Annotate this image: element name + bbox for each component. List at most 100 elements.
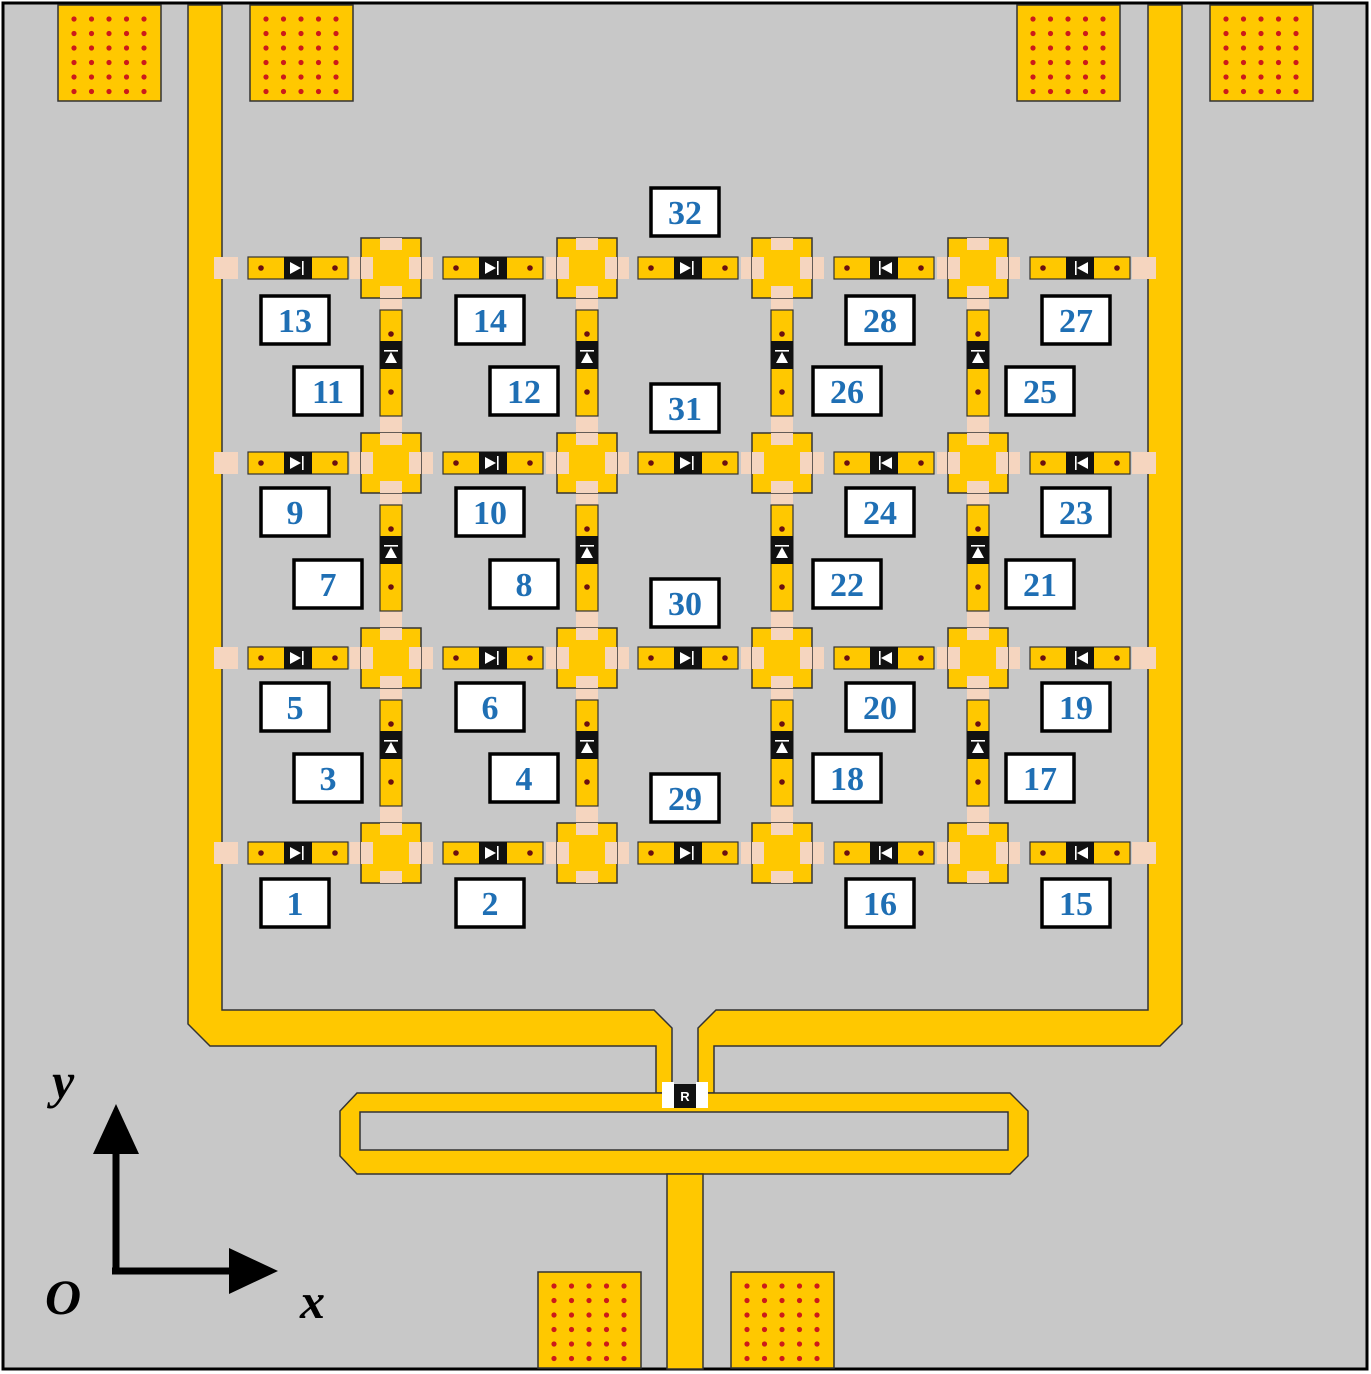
gap-pad [967, 804, 989, 824]
gap-pad [771, 686, 793, 702]
via [315, 45, 322, 51]
via [315, 74, 322, 80]
pin-diode-vertical [770, 504, 794, 612]
via [1065, 88, 1071, 95]
via [814, 1283, 820, 1289]
via [761, 1341, 768, 1347]
via [568, 1283, 575, 1289]
diode-symbol-icon [881, 262, 892, 274]
diode-symbol-icon [581, 742, 593, 753]
via [568, 1297, 575, 1304]
via [1293, 88, 1299, 95]
diode-label-text: 26 [830, 374, 864, 411]
pin-diode-vertical [966, 504, 990, 612]
diode-label-22: 22 [811, 558, 883, 610]
diode-label-16: 16 [844, 877, 916, 929]
via [621, 1312, 627, 1318]
diode-label-6: 6 [454, 681, 526, 733]
via [796, 1297, 803, 1304]
via [586, 1312, 592, 1318]
junction-node [947, 237, 1009, 299]
via [263, 88, 269, 95]
diode-label-29: 29 [649, 772, 721, 824]
diode-symbol-icon [385, 352, 397, 363]
via [586, 1326, 592, 1333]
via [814, 1355, 820, 1362]
diode-label-text: 13 [278, 303, 312, 340]
via [280, 30, 287, 37]
diode-symbol-icon [290, 457, 301, 469]
via [263, 74, 269, 80]
via [1240, 59, 1247, 66]
via [1100, 30, 1106, 37]
via [88, 74, 95, 80]
via [551, 1297, 557, 1304]
via [586, 1341, 592, 1347]
via [814, 1326, 820, 1333]
via [603, 1283, 610, 1289]
diode-label-text: 20 [863, 690, 897, 727]
diode-symbol-icon [680, 847, 691, 859]
diode-symbol-icon [881, 652, 892, 664]
gap-pad [967, 296, 989, 312]
via [333, 74, 339, 80]
via [1047, 88, 1054, 95]
diode-label-15: 15 [1040, 877, 1112, 929]
via [1047, 16, 1054, 22]
via [603, 1355, 610, 1362]
pin-diode-vertical [575, 504, 599, 612]
pin-diode-horizontal [1029, 451, 1131, 475]
junction-node [947, 822, 1009, 884]
via [71, 59, 77, 66]
pin-diode-horizontal [833, 451, 935, 475]
junction-node [556, 237, 618, 299]
diode-label-text: 28 [863, 303, 897, 340]
diode-label-text: 12 [507, 374, 541, 411]
gap-pad [771, 414, 793, 434]
diode-label-25: 25 [1004, 365, 1076, 417]
via [779, 1283, 785, 1289]
diode-label-27: 27 [1040, 294, 1112, 346]
via [1223, 16, 1229, 22]
via [123, 59, 130, 66]
junction-node [556, 627, 618, 689]
via [123, 45, 130, 51]
via [263, 30, 269, 37]
via [814, 1341, 820, 1347]
via [141, 16, 147, 22]
diode-label-text: 19 [1059, 690, 1093, 727]
x-axis-arrowhead [229, 1248, 278, 1294]
bias-pad [1016, 4, 1121, 102]
via [551, 1341, 557, 1347]
diode-label-text: 3 [320, 761, 337, 798]
via [1240, 74, 1247, 80]
bias-pad [730, 1271, 835, 1369]
via [1100, 59, 1106, 66]
gap-pad [380, 491, 402, 507]
diode-label-1: 1 [259, 877, 331, 929]
junction-node [556, 822, 618, 884]
gap-pad [380, 804, 402, 824]
diode-label-23: 23 [1040, 486, 1112, 538]
via [123, 16, 130, 22]
via [1030, 45, 1036, 51]
via [1100, 74, 1106, 80]
pin-diode-horizontal [637, 646, 739, 670]
via [1030, 59, 1036, 66]
diode-label-text: 25 [1023, 374, 1057, 411]
via [779, 1297, 785, 1304]
via [779, 1341, 785, 1347]
via [106, 88, 112, 95]
diode-symbol-icon [1077, 847, 1088, 859]
via [796, 1341, 803, 1347]
via [123, 30, 130, 37]
diode-label-30: 30 [649, 577, 721, 629]
resistor-label: R [680, 1089, 690, 1104]
junction-node [751, 432, 813, 494]
via [106, 16, 112, 22]
via [333, 59, 339, 66]
pin-diode-horizontal [833, 841, 935, 865]
via [568, 1312, 575, 1318]
diode-label-12: 12 [488, 365, 560, 417]
origin-label: O [45, 1269, 81, 1325]
